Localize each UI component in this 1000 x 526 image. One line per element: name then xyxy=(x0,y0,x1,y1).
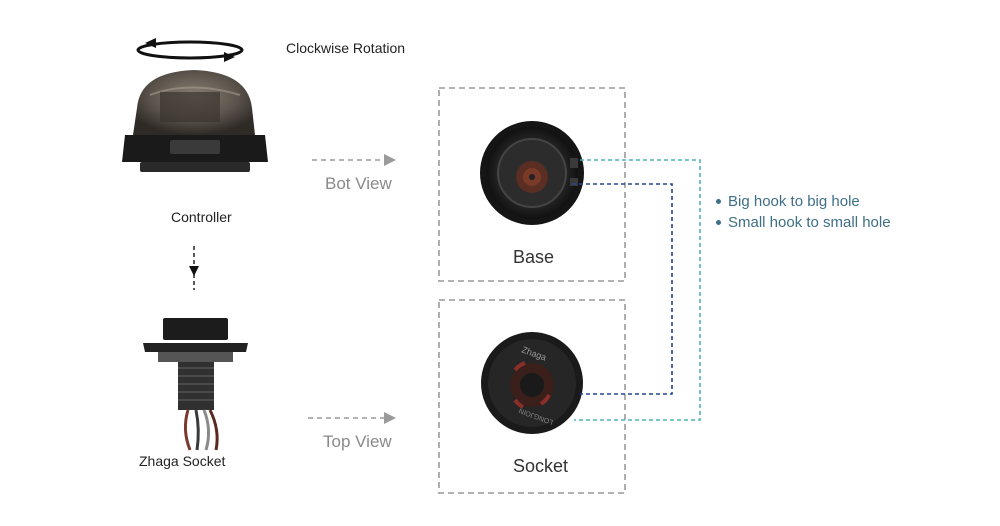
zhaga-socket-label: Zhaga Socket xyxy=(139,453,226,469)
note-small-hook: Small hook to small hole xyxy=(716,212,891,233)
top-view-label: Top View xyxy=(323,432,392,451)
down-arrow-icon xyxy=(189,246,199,290)
note-big-hook-text: Big hook to big hole xyxy=(728,193,860,210)
top-view-arrow-icon xyxy=(308,412,396,424)
controller-label: Controller xyxy=(171,209,232,225)
base-image xyxy=(480,121,584,225)
bullet-icon xyxy=(716,220,721,225)
small-hook-connector xyxy=(572,183,673,395)
note-small-hook-text: Small hook to small hole xyxy=(728,214,891,231)
bot-view-arrow-icon xyxy=(312,154,396,166)
hook-notes: Big hook to big hole Small hook to small… xyxy=(716,191,891,233)
zhaga-socket-image xyxy=(143,318,248,451)
bot-view-label: Bot View xyxy=(325,174,392,193)
rotation-arrow-icon xyxy=(136,38,244,62)
big-hook-connector xyxy=(574,159,701,421)
socket-face-image: Zhaga LONGJOIN xyxy=(481,332,583,434)
controller-image xyxy=(122,70,268,172)
note-big-hook: Big hook to big hole xyxy=(716,191,891,212)
socket-label: Socket xyxy=(513,456,569,476)
rotation-label: Clockwise Rotation xyxy=(286,40,406,56)
bullet-icon xyxy=(716,199,721,204)
base-label: Base xyxy=(513,247,555,267)
socket-box xyxy=(438,299,626,494)
